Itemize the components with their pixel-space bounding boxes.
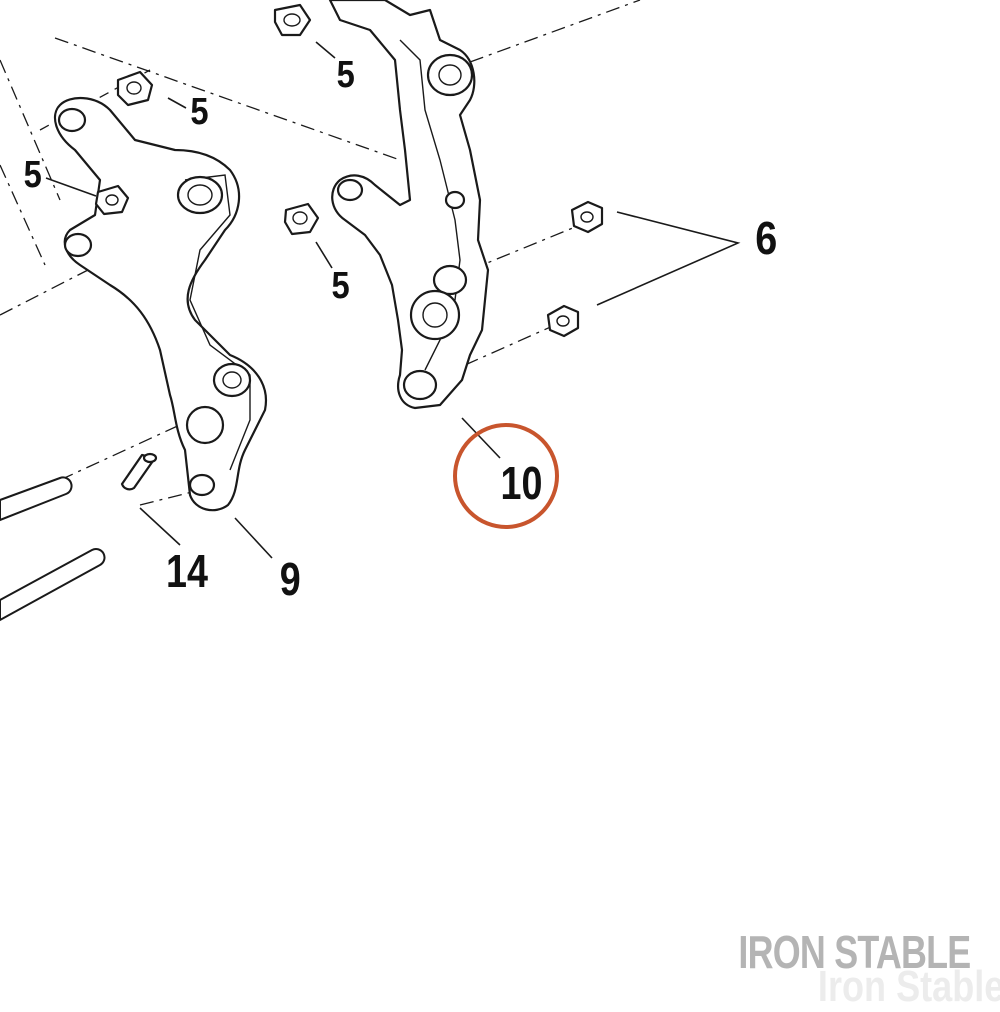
watermark-main: IRON STABLE [738, 926, 971, 978]
callout-14: 14 [166, 545, 208, 596]
highlight-circle [453, 423, 559, 529]
bracket-part-9 [53, 97, 268, 512]
leader-14 [139, 507, 181, 546]
callout-5-middle: 5 [331, 264, 349, 307]
leader-lines [45, 41, 741, 559]
rod-upper [0, 476, 73, 522]
pin-part-14 [120, 452, 158, 491]
callout-10: 10 [501, 457, 543, 508]
callout-9: 9 [280, 553, 301, 604]
leader-10 [461, 417, 501, 459]
leader-9 [234, 517, 273, 559]
rod-parts [0, 476, 106, 622]
bracket-part-10 [328, 0, 490, 410]
callout-5-left: 5 [24, 153, 42, 196]
callout-5-left-upper: 5 [190, 90, 208, 133]
rod-lower [0, 548, 106, 622]
leader-6 [596, 211, 741, 306]
leader-5c [45, 177, 97, 197]
callout-6: 6 [755, 213, 777, 264]
callout-5-top: 5 [337, 53, 355, 96]
leader-5a [315, 41, 336, 59]
leader-5b [167, 97, 187, 109]
leader-5d [315, 241, 333, 269]
bushings [94, 3, 604, 338]
callout-labels: 5 5 5 5 6 10 14 9 [24, 53, 778, 605]
